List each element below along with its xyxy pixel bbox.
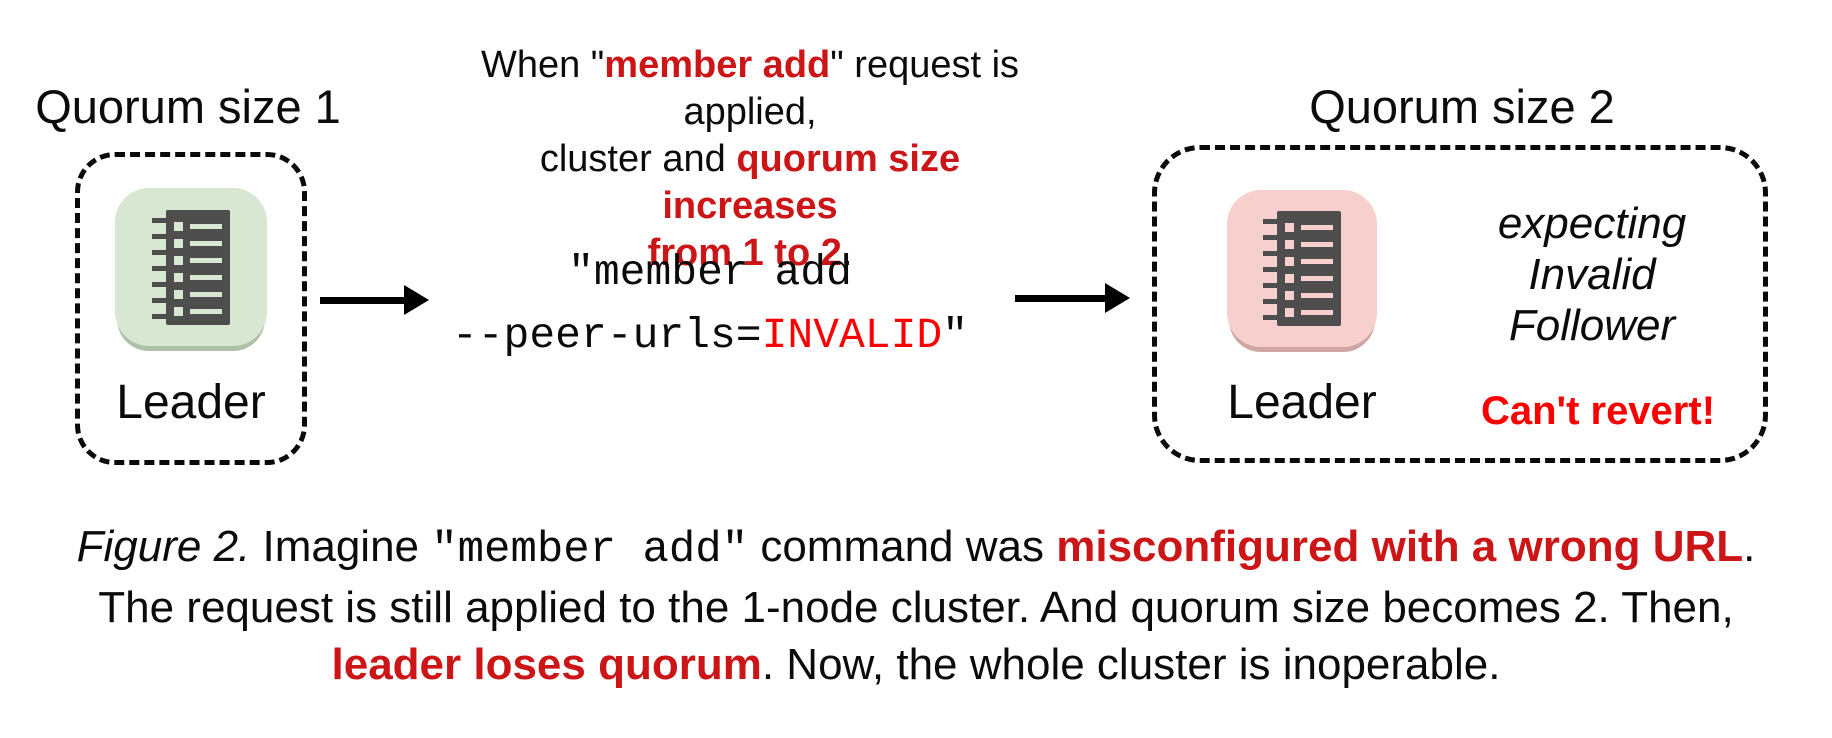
left-cluster-boundary [75,152,307,465]
text-line: Figure 2. Imagine "member add" command w… [76,522,1756,575]
left-cluster-title: Quorum size 1 [35,80,341,133]
right-leader-label: Leader [1227,376,1377,429]
figure-caption: Figure 2. Imagine "member add" command w… [0,518,1832,693]
right-cluster-boundary [1152,145,1768,463]
member-add-command: "member add --peer-urls=INVALID" [410,241,1010,367]
text-line: from 1 to 2. [647,232,853,274]
text-line: Follower [1508,301,1676,350]
arrow-head [1105,283,1130,313]
text-line: leader loses quorum. Now, the whole clus… [331,640,1501,689]
cant-revert-warning: Can't revert! [1480,389,1716,433]
text-line: When "member add" request is applied, [480,44,1020,133]
right-cluster-title: Quorum size 2 [1309,80,1615,133]
ledger-icon [152,209,230,325]
arrow-shaft [320,297,406,304]
left-leader-node [115,188,267,346]
left-leader-label: Leader [116,376,266,429]
text-line: --peer-urls=INVALID" [451,311,969,360]
ledger-icon [1263,211,1341,326]
text-line: expecting [1497,199,1687,248]
member-add-annotation: When "member add" request is applied,clu… [450,42,1050,277]
text-line: "member add [568,248,852,297]
arrow-head [404,285,429,315]
text-line: The request is still applied to the 1-no… [98,583,1734,632]
right-leader-node [1227,190,1377,347]
text-line: cluster and quorum size increases [539,138,961,227]
text-line: Invalid [1528,250,1656,299]
arrow-shaft [1015,295,1107,302]
